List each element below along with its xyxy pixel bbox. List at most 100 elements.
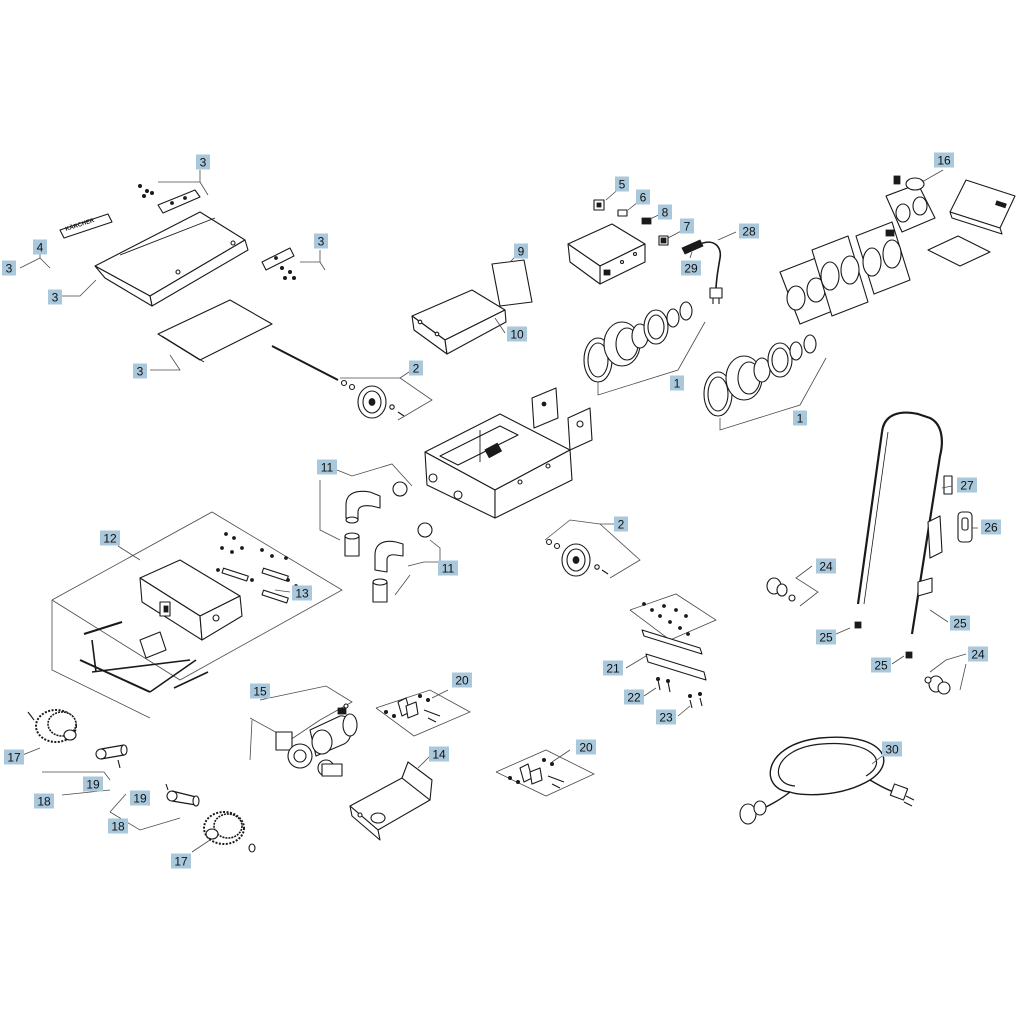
callout-number: 3 [52, 291, 59, 305]
callout-number: 21 [606, 662, 620, 676]
fastener-kit-top [375, 689, 471, 737]
callout-11: 11 [317, 459, 337, 475]
callout-box [4, 749, 24, 765]
fastener-kit-bottom [495, 749, 595, 797]
callout-5: 5 [615, 176, 629, 192]
pipe-elbows [319, 463, 441, 603]
wheel-assembly-middle [544, 519, 641, 579]
callout-box [950, 615, 970, 631]
callout-box [409, 360, 423, 376]
callout-21: 21 [603, 660, 623, 676]
callout-box [171, 853, 191, 869]
callout-number: 24 [819, 560, 833, 574]
callout-number: 13 [295, 587, 309, 601]
brush-roller-left [19, 709, 77, 757]
callout-box [681, 260, 701, 276]
callout-number: 29 [684, 262, 698, 276]
callout-17: 17 [171, 853, 191, 869]
callout-box [615, 176, 629, 192]
shaft-right [109, 783, 200, 831]
callout-number: 25 [819, 631, 833, 645]
callout-box [100, 530, 120, 546]
callout-box [452, 672, 472, 688]
callout-box [656, 709, 676, 725]
callout-24: 24 [968, 646, 988, 662]
callout-9: 9 [514, 243, 528, 259]
callout-box [317, 459, 337, 475]
callout-17: 17 [4, 749, 24, 765]
callout-19: 19 [83, 776, 103, 792]
callout-3: 3 [196, 154, 210, 170]
callout-number: 8 [662, 206, 669, 220]
callout-box [130, 790, 150, 806]
callout-number: 5 [619, 178, 626, 192]
callout-number: 24 [971, 648, 985, 662]
callout-3: 3 [314, 233, 328, 249]
callout-number: 20 [579, 741, 593, 755]
brush-housing-assembly [51, 511, 343, 719]
callout-box [680, 218, 694, 234]
callout-number: 19 [133, 792, 147, 806]
callout-box [816, 629, 836, 645]
drive-motor-assembly [249, 685, 358, 777]
callout-20: 20 [452, 672, 472, 688]
filter-plate-assembly [779, 169, 1016, 325]
callout-number: 6 [640, 191, 647, 205]
motor-control-assembly [567, 185, 737, 304]
callout-3: 3 [48, 289, 62, 305]
callout-20: 20 [576, 739, 596, 755]
end-caps [835, 621, 913, 665]
callout-box [507, 326, 527, 342]
callout-number: 12 [103, 532, 117, 546]
callout-box [108, 818, 128, 834]
callout-25: 25 [871, 657, 891, 673]
motor-assembly-right [703, 334, 827, 431]
callout-box [603, 660, 623, 676]
callout-13: 13 [292, 585, 312, 601]
callout-number: 3 [137, 365, 144, 379]
callout-box [636, 189, 650, 205]
callout-number: 11 [442, 562, 455, 576]
callout-number: 4 [37, 241, 44, 255]
callout-box [871, 657, 891, 673]
callout-box [438, 560, 458, 576]
callout-1: 1 [670, 375, 684, 391]
brush-roller-right [191, 811, 256, 853]
callout-10: 10 [507, 326, 527, 342]
top-cover-assembly: KÄRCHER [19, 170, 326, 371]
hopper-flap-assembly [411, 251, 533, 355]
callout-number: 25 [874, 659, 888, 673]
callout-number: 2 [618, 518, 625, 532]
callout-number: 22 [627, 691, 641, 705]
callout-3: 3 [2, 260, 16, 276]
callout-number: 20 [455, 674, 469, 688]
callout-box [429, 746, 449, 762]
callout-number: 3 [318, 235, 325, 249]
callout-box [624, 689, 644, 705]
callout-11: 11 [438, 560, 458, 576]
callout-box [2, 260, 16, 276]
callout-number: 30 [885, 743, 899, 757]
callout-box [934, 152, 954, 168]
callout-27: 27 [957, 477, 977, 493]
callout-number: 11 [321, 461, 334, 475]
callout-25: 25 [950, 615, 970, 631]
callout-box [882, 741, 902, 757]
callout-box [514, 243, 528, 259]
karcher-logo-plate: KÄRCHER [59, 213, 113, 239]
callout-box [133, 363, 147, 379]
callout-number: 1 [797, 412, 804, 426]
power-cord [739, 736, 915, 825]
callout-box [658, 204, 672, 220]
callout-number: 23 [659, 711, 673, 725]
caster-top [766, 565, 819, 607]
callout-28: 28 [739, 223, 759, 239]
callout-number: 28 [742, 225, 756, 239]
callout-number: 27 [960, 479, 974, 493]
callout-box [670, 375, 684, 391]
callout-number: 1 [674, 377, 681, 391]
callout-26: 26 [981, 519, 1001, 535]
callout-box [576, 739, 596, 755]
